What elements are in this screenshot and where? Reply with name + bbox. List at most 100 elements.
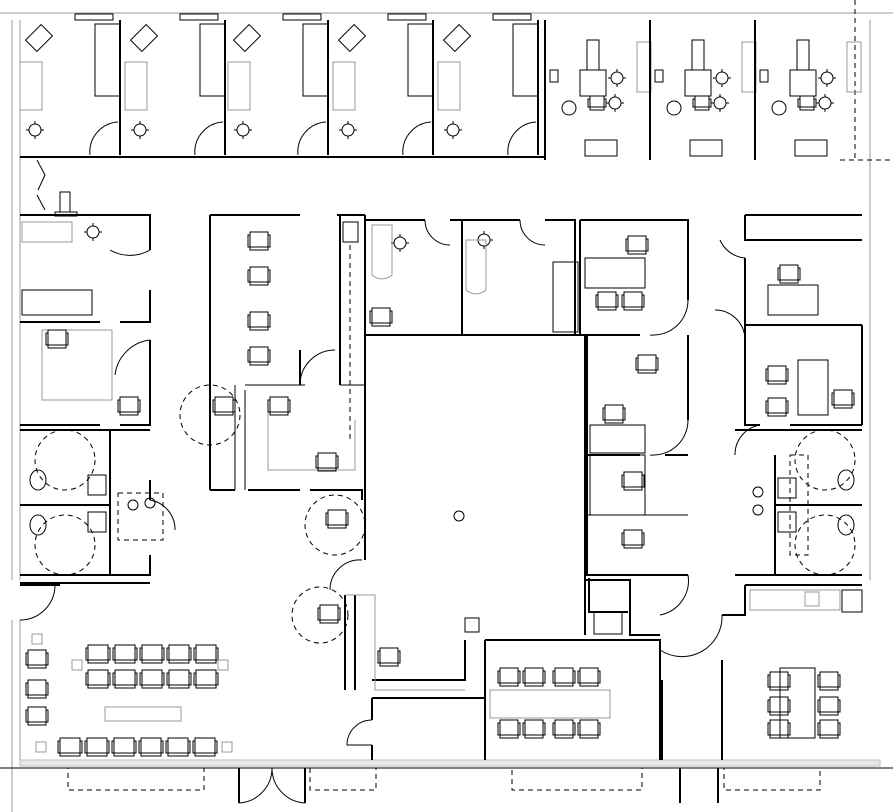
armchair-icon	[621, 529, 645, 549]
armchair-icon	[635, 354, 659, 374]
chair-arm	[187, 740, 191, 754]
office-chair-icon	[713, 69, 731, 87]
chair-arm	[837, 699, 841, 713]
armchair-icon	[192, 737, 218, 757]
chair-legs	[606, 94, 624, 112]
door-swing-icon	[297, 121, 327, 156]
chair-arm	[587, 98, 591, 108]
monitor-arm	[796, 39, 810, 71]
chair-seat	[442, 23, 472, 53]
door-swing-icon	[507, 121, 537, 156]
chair-arm	[767, 699, 771, 713]
armchair-icon	[369, 307, 393, 327]
chair-seat	[24, 23, 54, 53]
chair-arm	[621, 474, 625, 488]
credenza	[227, 61, 251, 111]
chair-arm	[377, 650, 381, 664]
chair-legs	[84, 223, 102, 241]
chair-arm	[134, 672, 138, 686]
armchair-icon	[165, 737, 191, 757]
chair-arm	[621, 532, 625, 546]
fixture-icon	[752, 486, 764, 498]
chair-arm	[85, 672, 89, 686]
chair-arm	[787, 674, 791, 688]
chair-arm	[267, 399, 271, 413]
chair-arm	[65, 332, 69, 346]
chair-arm	[45, 682, 49, 696]
chair-arm	[625, 238, 629, 252]
armchair-icon	[442, 23, 472, 53]
armchair-icon	[138, 737, 164, 757]
chair-arm	[765, 368, 769, 382]
chair-arm	[166, 647, 170, 661]
chair-arm	[622, 407, 626, 421]
armchair-icon	[621, 291, 645, 311]
office-chair-icon	[816, 94, 834, 112]
armchair-icon	[129, 23, 159, 53]
armchair-icon	[317, 604, 341, 624]
armchair-icon	[193, 644, 219, 664]
chair-seat	[28, 123, 42, 137]
armchair-icon	[247, 231, 271, 251]
cabinet	[654, 69, 664, 83]
side-table	[35, 741, 47, 753]
sink-icon	[777, 477, 797, 499]
chair-arm	[212, 399, 216, 413]
window	[282, 13, 322, 21]
armchair-icon	[587, 95, 607, 111]
chair-legs	[339, 121, 357, 139]
armchair-icon	[831, 389, 855, 409]
armchair-icon	[767, 671, 791, 691]
chair-arm	[602, 407, 606, 421]
chair-arm	[777, 267, 781, 281]
chair-arm	[317, 607, 321, 621]
chair-arm	[335, 455, 339, 469]
chair-seat	[446, 123, 460, 137]
chair-arm	[267, 269, 271, 283]
office-chair-icon	[84, 223, 102, 241]
armchair-icon	[767, 719, 791, 739]
armchair-icon	[777, 264, 801, 284]
credenza	[124, 61, 148, 111]
chair-arm	[765, 400, 769, 414]
chair-arm	[641, 474, 645, 488]
chair-arm	[161, 672, 165, 686]
chair-arm	[79, 740, 83, 754]
chair-arm	[85, 647, 89, 661]
chair-arm	[137, 399, 141, 413]
chair-seat	[694, 95, 710, 111]
chair-arm	[572, 670, 576, 684]
toilet-icon	[837, 514, 855, 536]
armchair-icon	[84, 737, 110, 757]
chair-arm	[621, 294, 625, 308]
armchair-icon	[232, 23, 262, 53]
desk-icon	[584, 139, 618, 157]
chair-arm	[389, 310, 393, 324]
chair-arm	[57, 740, 61, 754]
chair-arm	[635, 357, 639, 371]
desk-icon	[512, 23, 539, 97]
window	[179, 13, 219, 21]
chair-arm	[577, 670, 581, 684]
door-swing-icon	[194, 121, 224, 156]
armchair-icon	[595, 291, 619, 311]
chair-arm	[188, 672, 192, 686]
armchair-icon	[112, 669, 138, 689]
armchair-icon	[25, 649, 49, 669]
armchair-icon	[552, 667, 576, 687]
chair-legs	[608, 69, 626, 87]
side-table	[31, 633, 43, 645]
chair-arm	[767, 722, 771, 736]
chair-arm	[267, 349, 271, 363]
chair-seat	[341, 123, 355, 137]
armchair-icon	[315, 452, 339, 472]
armchair-icon	[767, 696, 791, 716]
desk-icon	[407, 23, 434, 97]
chair-arm	[139, 672, 143, 686]
chair-arm	[552, 722, 556, 736]
armchair-icon	[112, 644, 138, 664]
chair-arm	[287, 399, 291, 413]
door-swings	[19, 159, 761, 746]
chair-seat	[713, 96, 727, 110]
toilet-icon	[29, 469, 47, 491]
